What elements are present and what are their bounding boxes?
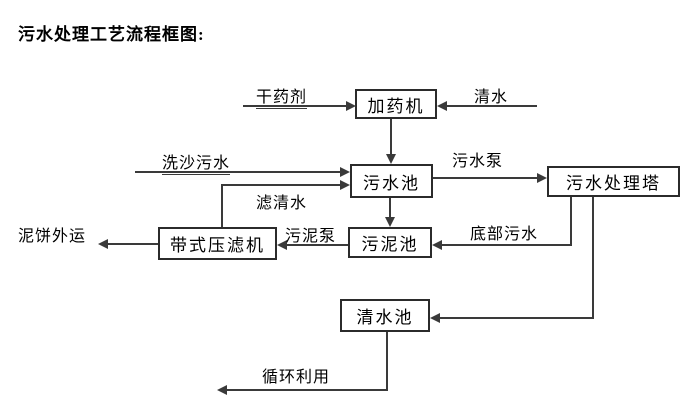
arrowhead-left-icon [432,240,442,250]
flow-label-recycle-use: 循环利用 [262,369,331,386]
arrowhead-right-icon [340,167,350,177]
edge-sludge-pump-line [286,244,348,246]
arrowhead-right-icon [537,173,547,183]
flow-label-sand-washing-sewage: 洗沙污水 [162,149,231,175]
edge-dry-chemical-line [243,105,347,107]
node-sludge-pool: 污泥池 [348,227,432,258]
arrowhead-right-icon [346,101,356,111]
flow-label-sludge-pump: 污泥泵 [285,228,337,245]
edge-sewage-pump-line [433,177,538,179]
arrowhead-down-icon [386,154,396,164]
arrowhead-left-icon [217,385,227,395]
arrowhead-right-icon [340,180,350,190]
arrowhead-down-icon [385,217,395,227]
flow-label-sewage-pump: 污水泵 [452,153,504,170]
edge-bottom-sewage-hline [441,244,572,246]
arrowhead-left-icon [437,101,447,111]
edge-filtered-water-vline [221,184,223,227]
edge-bottom-sewage-vline [570,197,572,246]
edge-clean-water-line [446,105,537,107]
node-sewage-pool: 污水池 [350,164,433,198]
node-belt-filter-press: 带式压滤机 [158,227,277,260]
arrowhead-left-icon [277,240,287,250]
arrowhead-left-icon [430,313,440,323]
edge-dosing-to-sewage-line [390,119,392,155]
node-dosing-machine: 加药机 [355,89,437,119]
flow-label-mud-cake-out: 泥饼外运 [18,228,87,245]
node-clean-water-pool: 清水池 [340,299,430,332]
edge-tower-to-clean-vline [592,197,594,319]
edge-filtered-water-hline [221,184,341,186]
edge-sewage-to-sludge-line [389,198,391,218]
flow-label-filtered-water: 滤清水 [256,195,308,212]
flow-label-dry-chemical: 干药剂 [256,83,308,109]
arrowhead-left-icon [98,239,108,249]
edge-tower-to-clean-hline [439,317,594,319]
edge-recycle-hline [226,389,388,391]
edge-mud-cake-line [107,243,158,245]
page-title: 污水处理工艺流程框图: [18,25,205,44]
edge-sand-washing-line [135,171,341,173]
edge-recycle-vline [386,332,388,391]
flow-label-bottom-sewage: 底部污水 [470,226,539,243]
node-sewage-treatment-tower: 污水处理塔 [547,166,680,197]
flow-label-clean-water: 清水 [474,89,509,106]
